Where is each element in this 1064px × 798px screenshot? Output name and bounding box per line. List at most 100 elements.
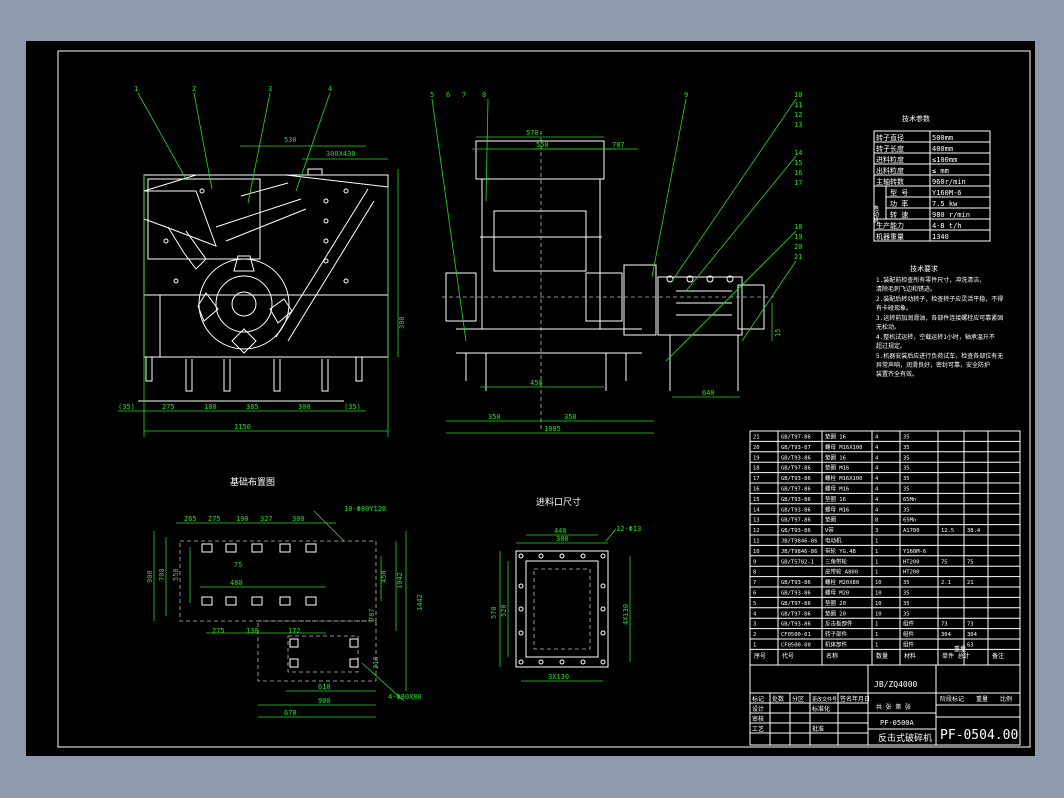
bom-cell: 10 bbox=[875, 601, 882, 607]
tb-r1: 标准化 bbox=[812, 705, 830, 713]
bom-cell: 1 bbox=[875, 549, 878, 555]
bom-cell: GB/T93-86 bbox=[781, 622, 811, 628]
tb-l2: 分区 bbox=[792, 695, 804, 703]
bom-cell: 11 bbox=[753, 539, 760, 545]
bom-cell: 4 bbox=[875, 455, 879, 461]
bom-cell: HT200 bbox=[903, 559, 920, 565]
bom-cell: 10 bbox=[875, 580, 882, 586]
bom-cell: 4 bbox=[875, 507, 879, 513]
model-code: PF-0500A bbox=[880, 719, 915, 727]
bom-cell: 17 bbox=[753, 476, 760, 482]
bom-cell: JB/T9846-86 bbox=[781, 539, 817, 545]
id-3x130: 3X130 bbox=[548, 673, 569, 681]
bom-h-sub: 重量 bbox=[954, 645, 966, 653]
bom-cell: GB/T97-86 bbox=[781, 487, 811, 493]
bom-cell: CF0500-01 bbox=[781, 632, 811, 638]
bom-cell: 20 bbox=[753, 445, 760, 451]
dim-640: 640 bbox=[702, 389, 715, 397]
balloon-1: 1 bbox=[134, 85, 138, 93]
foundation-view: 基础布置图 265 275 bbox=[146, 476, 424, 718]
bom-cell: 35 bbox=[903, 487, 910, 493]
title-block: 标记 处数 分区 更改文件号 签名 年月日 设计 标准化 审核 工艺 批准 JB… bbox=[749, 664, 1021, 746]
fd-900: 900 bbox=[146, 570, 154, 583]
side-view: 5 6 7 8 9 10 11 12 13 14 15 16 17 18 19 … bbox=[430, 91, 802, 434]
bom-cell: 组件 bbox=[903, 641, 915, 649]
bom-h0: 序号 bbox=[754, 652, 766, 660]
bom-h1: 代号 bbox=[782, 652, 794, 660]
fd-1042: 1042 bbox=[396, 572, 404, 589]
fd-450: 450 bbox=[380, 570, 388, 583]
bom-cell: 63 bbox=[967, 643, 974, 649]
tb-scale: 比例 bbox=[1000, 695, 1012, 703]
tp-k1: 转子长度 bbox=[876, 144, 904, 153]
balloon-14: 14 bbox=[794, 149, 802, 157]
bom-cell: 3 bbox=[753, 622, 756, 628]
fd-75: 75 bbox=[234, 561, 242, 569]
tp-v9: 1340 bbox=[932, 233, 949, 241]
bom-cell: 73 bbox=[941, 622, 948, 628]
bom-cell: 垫圈 20 bbox=[825, 599, 846, 607]
dim-1005: 1005 bbox=[544, 425, 561, 433]
balloon-3: 3 bbox=[268, 85, 272, 93]
tb-r3: 工艺 bbox=[752, 725, 764, 733]
bom-cell: 2 bbox=[753, 632, 756, 638]
bom-cell: GB/T93-86 bbox=[781, 528, 811, 534]
dim-180: 180 bbox=[204, 403, 217, 411]
bom-cell: 8 bbox=[875, 518, 878, 524]
tech-heading: 技术参数 bbox=[902, 114, 930, 123]
bom-cell: GB/T93-86 bbox=[781, 507, 811, 513]
fd-172: 172 bbox=[288, 627, 301, 635]
front-view: 1 2 3 4 530 300X430 300 (35) 275 180 385… bbox=[118, 85, 406, 437]
bom-cell: 1 bbox=[875, 570, 878, 576]
bom-cell: 35 bbox=[903, 507, 910, 513]
bom-cell: JB/T9846-86 bbox=[781, 549, 817, 555]
bom-cell: 21 bbox=[967, 580, 974, 586]
bom-cell: 垫圈 16 bbox=[825, 495, 846, 503]
bom-cell: GB/T93-86 bbox=[781, 580, 811, 586]
fd-670: 670 bbox=[284, 709, 297, 717]
bom-cell: 电动机 bbox=[825, 537, 842, 545]
tp-k6: 功 率 bbox=[890, 199, 908, 208]
id-440: 440 bbox=[554, 527, 567, 535]
bom-cell: 35 bbox=[903, 580, 910, 586]
dim-350b: 350 bbox=[564, 413, 577, 421]
machine-name: 反击式破碎机 bbox=[878, 732, 932, 744]
id-holes: 12-Φ13 bbox=[616, 525, 641, 533]
bom-cell: 螺栓 M16X100 bbox=[825, 474, 863, 482]
bom-cell: 35 bbox=[903, 476, 910, 482]
balloon-8: 8 bbox=[482, 91, 486, 99]
bom-cell: 反击板部件 bbox=[825, 620, 853, 628]
tech-notes: 技术要求 1.装配前检查所有零件尺寸，冲洗清洁， 清除毛刺飞边和锈迹。 2.装配… bbox=[876, 264, 1003, 378]
balloon-2: 2 bbox=[192, 85, 196, 93]
bom-cell: 21 bbox=[753, 435, 760, 441]
tp-v3: ≤ mm bbox=[932, 167, 949, 175]
note-line-8: 5.机器安装后应进行负荷试车，检查各部位有无 bbox=[876, 352, 1003, 360]
fd-bolts: 10-Φ80Y120 bbox=[344, 505, 386, 513]
bom-cell: 1 bbox=[875, 539, 878, 545]
bom-cell: CF0500-00 bbox=[781, 643, 811, 649]
drawing-sheet: 1 2 3 4 530 300X430 300 (35) 275 180 385… bbox=[26, 41, 1035, 756]
tp-v5: Y160M-6 bbox=[932, 189, 962, 197]
tb-r0: 设计 bbox=[752, 705, 764, 713]
bom-cell: 皮带轮 A800 bbox=[825, 568, 858, 576]
bom-cell: HT200 bbox=[903, 570, 920, 576]
note-line-2: 2.装配后转动转子，检查转子应灵活平稳，不得 bbox=[876, 295, 1003, 303]
id-570: 570 bbox=[490, 606, 498, 619]
bom-cell: 带轮 YG.4B bbox=[825, 547, 857, 555]
tb-l3: 更改文件号 bbox=[812, 696, 837, 703]
bom-cell: 4 bbox=[875, 435, 879, 441]
fd-265: 265 bbox=[184, 515, 197, 523]
inlet-title: 进料口尺寸 bbox=[536, 496, 581, 508]
bom-cell: 75 bbox=[941, 559, 948, 565]
bom-cell: 垫圈 16 bbox=[825, 433, 846, 441]
bom-h6: 备注 bbox=[992, 652, 1004, 660]
tb-l1: 处数 bbox=[772, 695, 784, 703]
bom-cell: 垫圈 M16 bbox=[825, 464, 849, 472]
bom-cell: 75 bbox=[967, 559, 974, 565]
bom-cell: 304 bbox=[941, 632, 952, 638]
bom-cell: V带 bbox=[825, 527, 834, 534]
tp-k9: 机器重量 bbox=[876, 232, 904, 241]
note-line-6: 4.整机试运转，空载运转1小时，轴承温升不 bbox=[876, 333, 995, 341]
bom-cell: GB/T97-86 bbox=[781, 611, 811, 617]
